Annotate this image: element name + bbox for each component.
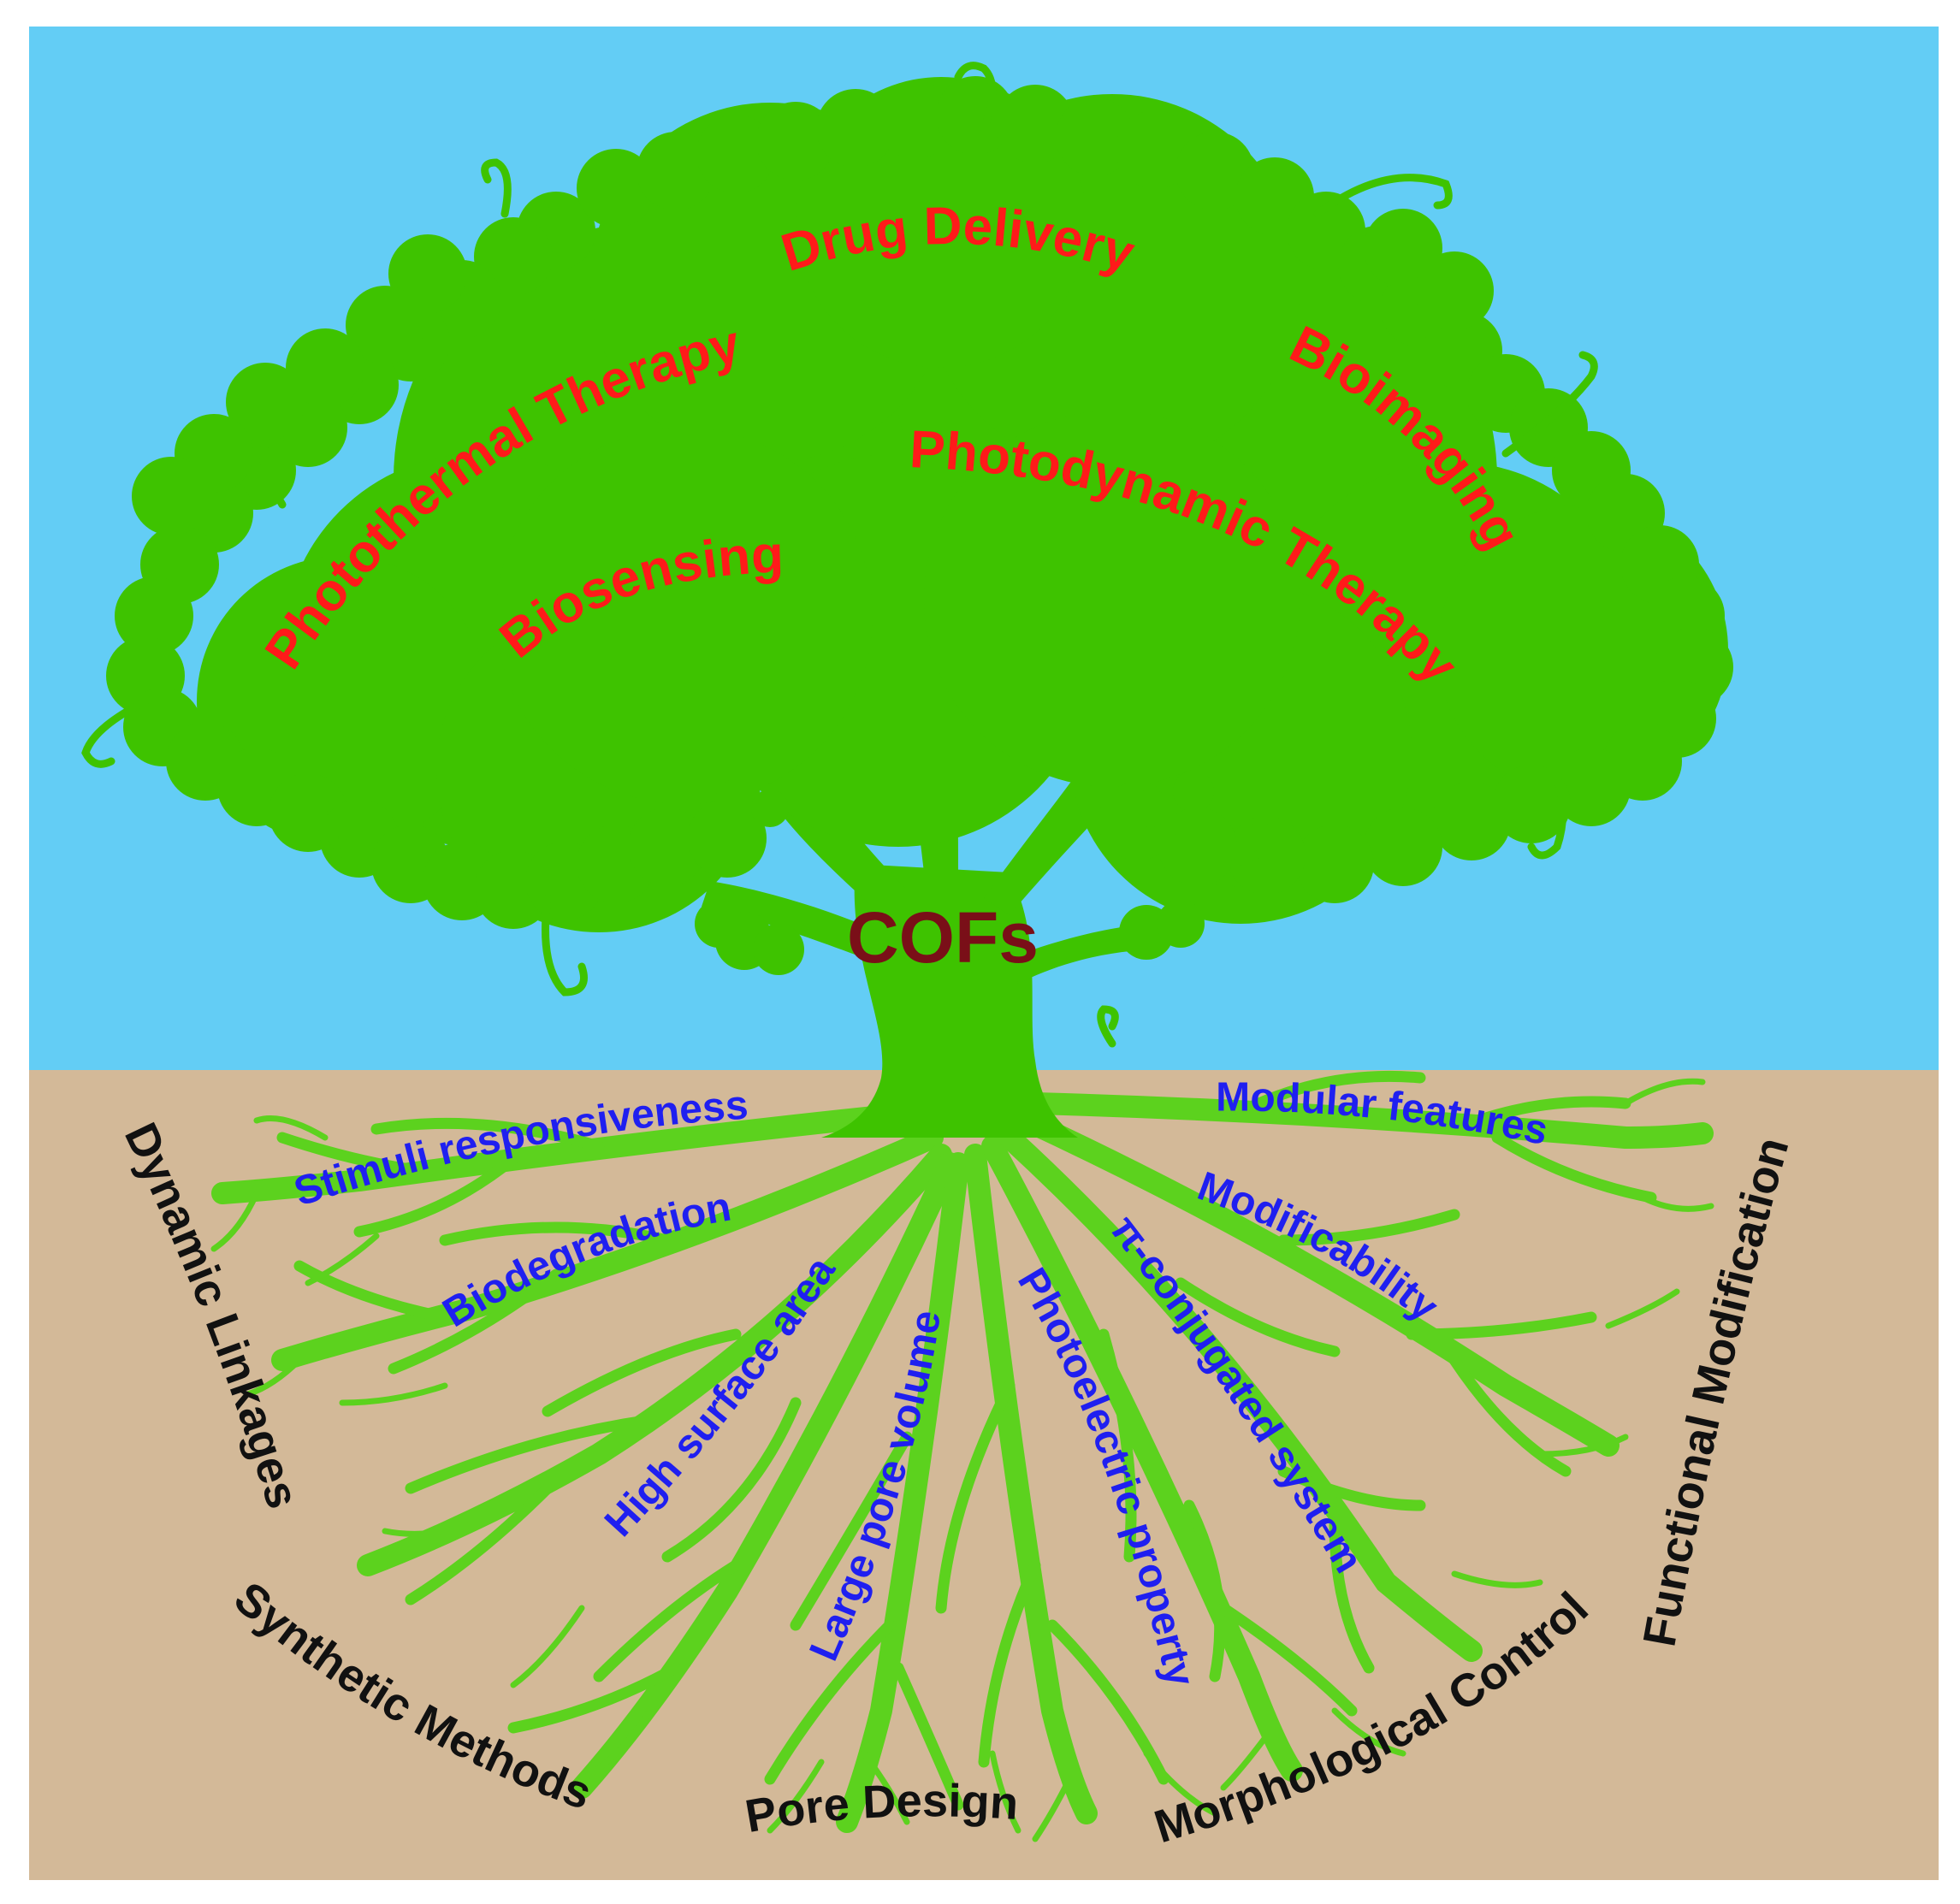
canopy-blob [496, 428, 873, 804]
canopy-blob [1158, 807, 1237, 886]
canopy-blob [115, 577, 193, 655]
canopy-blob [1415, 251, 1494, 330]
canopy-blob [637, 132, 715, 210]
cofs-label: COFs [847, 897, 1039, 978]
canopy-blob [996, 85, 1075, 163]
canopy-blob [1175, 132, 1254, 210]
canopy-blob [577, 149, 655, 228]
canopy-blob [1364, 807, 1442, 886]
canopy-blob [688, 799, 767, 878]
canopy-blob [1295, 825, 1374, 903]
vine-tendrils [81, 62, 1598, 1048]
canopy-blob [1205, 884, 1242, 921]
canopy-blob [1132, 789, 1169, 827]
canopy-blob [346, 286, 424, 364]
canopy-blob [1492, 765, 1571, 843]
canopy-blob [715, 779, 756, 820]
canopy-blob [1432, 782, 1511, 860]
canopy-blob [696, 115, 775, 193]
canopy-blob [751, 789, 789, 827]
canopy-blob [753, 924, 804, 975]
canopy-blob [695, 900, 743, 948]
canopy-blob [132, 457, 210, 535]
tree-canopy [106, 76, 1733, 975]
canopy-blob [286, 328, 364, 407]
canopy-blob [816, 89, 895, 168]
canopy-blob [756, 102, 835, 180]
canopy-blob [1552, 748, 1631, 826]
canopy-blob [1056, 98, 1134, 176]
canopy-blob [226, 363, 305, 441]
canopy-blob [628, 807, 707, 886]
canopy-blob [1227, 816, 1306, 895]
canopy-blob [1173, 771, 1214, 812]
tree-roots [210, 1070, 1714, 1842]
canopy-blob [876, 80, 955, 159]
canopy-blob [1157, 900, 1205, 948]
canopy-blob [924, 411, 1300, 787]
canopy-blob [1116, 110, 1194, 189]
